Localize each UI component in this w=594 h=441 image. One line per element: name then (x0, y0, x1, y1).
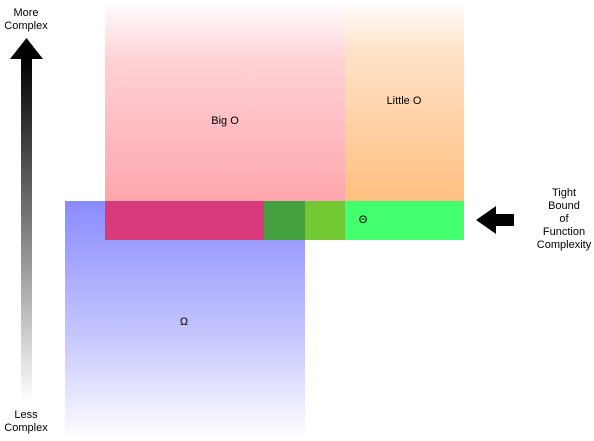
theta-label: Θ (358, 214, 368, 226)
tight-bound-line-3: of (559, 213, 569, 225)
axis-arrow-head-icon (10, 38, 43, 59)
tight-bound-line-1: Tight (551, 187, 577, 199)
more-complex-label: More Complex (0, 7, 52, 33)
theta-region (345, 201, 464, 240)
omega-region (65, 201, 305, 441)
overlap-light-green (305, 201, 345, 240)
more-complex-line-1: More (13, 7, 39, 19)
little-o-region (345, 0, 464, 201)
more-complex-line-2: Complex (4, 20, 48, 32)
tight-bound-line-4: Function (542, 226, 586, 238)
axis-shaft (21, 58, 32, 402)
tight-bound-line-5: Complexity (536, 239, 592, 251)
overlap-big-o-omega (105, 201, 264, 240)
less-complex-label: Less Complex (0, 409, 52, 435)
less-complex-line-1: Less (14, 409, 38, 421)
big-o-label: Big O (211, 115, 239, 127)
less-complex-line-2: Complex (4, 422, 48, 434)
tight-bound-label: Tight Bound of Function Complexity (526, 187, 594, 252)
little-o-label: Little O (386, 95, 422, 107)
tight-bound-line-2: Bound (548, 200, 580, 212)
omega-label: Ω (179, 316, 189, 328)
overlap-dark-green (264, 201, 305, 240)
callout-arrow-icon (476, 206, 514, 234)
big-o-region (105, 0, 345, 240)
